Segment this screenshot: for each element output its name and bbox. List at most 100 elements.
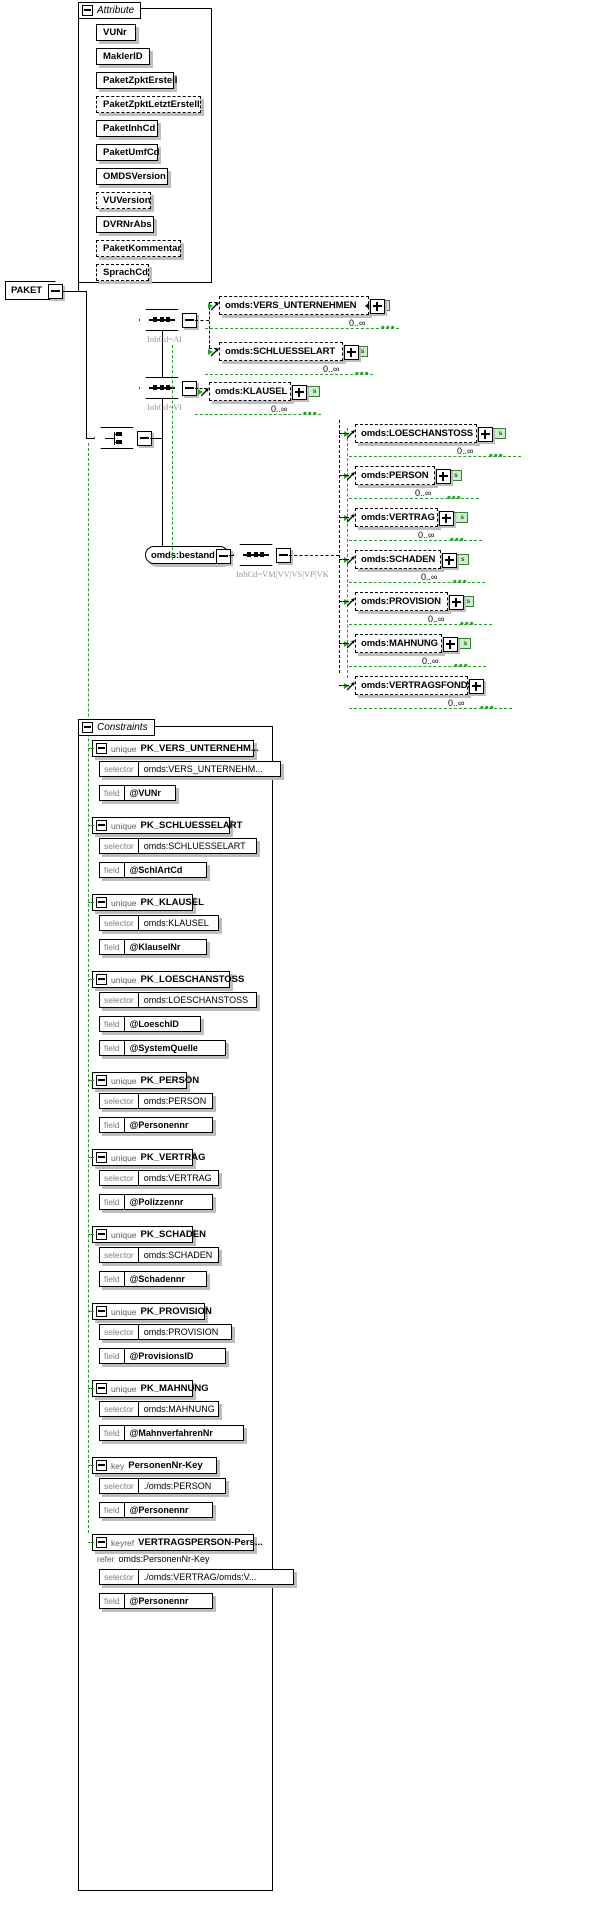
reference-continuation-dots: ••• [480,702,495,714]
root-element-label: PAKET [11,285,42,296]
constraint-name: VERTRAGSPERSON-Pers... [138,1537,263,1548]
constraints-collapse-icon[interactable] [82,722,93,733]
attribute-group-collapse-icon[interactable] [82,5,93,16]
constraint-field-row[interactable]: field@Schadennr [99,1271,207,1287]
reference-arrow-icon [344,599,349,605]
element-expander-icon[interactable] [442,553,457,568]
sequence-group-vi[interactable] [139,377,185,399]
element-expander-icon[interactable] [478,427,493,442]
connector-choice-out [150,438,162,439]
element-expander-icon[interactable] [443,637,458,652]
attribute-paketzpkterstell[interactable]: PaketZpktErstell [96,72,177,89]
constraint-field-row[interactable]: field@KlauselNr [99,939,207,955]
root-element-expander-icon[interactable] [48,284,63,299]
constraint-field-row[interactable]: field@SchlArtCd [99,862,207,878]
root-element-paket[interactable]: PAKET [5,281,62,300]
attribute-sprachcd[interactable]: SprachCd [96,264,149,281]
constraint-field-row[interactable]: field@SystemQuelle [99,1040,226,1056]
constraints-header[interactable]: Constraints [78,719,155,736]
attribute-paketzpktletzterstell[interactable]: PaketZpktLetztErstell [96,96,201,113]
choice-model-group[interactable] [94,427,140,449]
element-expander-icon[interactable] [449,595,464,610]
attribute-dvrnrabs[interactable]: DVRNrAbs [96,216,154,233]
group-ref-bestand-label: omds:bestand [151,549,215,561]
attribute-vunr[interactable]: VUNr [96,24,136,41]
element-vertragsfonds[interactable]: omds:VERTRAGSFONDS [355,676,474,695]
constraint-field-row[interactable]: field@Polizzennr [99,1194,214,1210]
element-expander-icon[interactable] [344,345,359,360]
constraint-field-row[interactable]: field@VUNr [99,785,176,801]
constraint-field-row[interactable]: field@LoeschID [99,1016,201,1032]
reference-continuation-dots: ••• [447,492,462,504]
constraint-name: PK_SCHADEN [140,1229,206,1240]
constraint-selector-row[interactable]: selector./omds:VERTRAG/omds:V... [99,1569,294,1585]
constraint-collapse-icon[interactable] [96,1383,107,1394]
element-expander-icon[interactable] [436,469,451,484]
element-vers_unternehmen[interactable]: omds:VERS_UNTERNEHMENi s [219,296,390,315]
attribute-maklerid[interactable]: MaklerID [96,48,150,65]
constraint-row-value: omds:SCHADEN [143,1250,213,1260]
element-expander-icon[interactable] [292,385,307,400]
element-expander-icon[interactable] [370,299,385,314]
constraint-selector-row[interactable]: selector./omds:PERSON [99,1478,226,1494]
constraint-collapse-icon[interactable] [96,1152,107,1163]
attribute-group-header[interactable]: Attribute [78,2,142,19]
constraint-collapse-icon[interactable] [96,1229,107,1240]
constraint-field-row[interactable]: field@Personennr [99,1593,214,1609]
constraint-name: PK_LOESCHANSTOSS [140,974,245,985]
constraint-collapse-icon[interactable] [96,1075,107,1086]
constraint-field-row[interactable]: field@ProvisionsID [99,1348,226,1364]
attribute-vuversion[interactable]: VUVersion [96,192,151,209]
constraint-field-row[interactable]: field@Personennr [99,1502,214,1518]
constraint-collapse-icon[interactable] [96,974,107,985]
constraint-row-value: @SchlArtCd [129,865,183,875]
constraint-collapse-icon[interactable] [96,897,107,908]
constraint-collapse-icon[interactable] [96,1306,107,1317]
constraint-field-row[interactable]: field@MahnverfahrenNr [99,1425,245,1441]
sequence-group-ai[interactable] [139,309,185,331]
connector-vi-out [195,388,207,389]
attribute-paketinhcd[interactable]: PaketInhCd [96,120,158,137]
constraint-collapse-icon[interactable] [96,743,107,754]
element-expander-icon[interactable] [469,679,484,694]
constraint-collapse-icon[interactable] [96,1460,107,1471]
bestand-expander-icon[interactable] [216,549,231,564]
attribute-paketkommentar[interactable]: PaketKommentar [96,240,181,257]
sequence-group-bestand[interactable] [233,544,279,566]
attribute-omdsversion[interactable]: OMDSVersion [96,168,168,185]
constraint-row-label: field [100,1017,125,1031]
attribute-paketumfcd[interactable]: PaketUmfCd [96,144,160,161]
constraint-collapse-icon[interactable] [96,1537,107,1548]
element-expander-icon[interactable] [439,511,454,526]
constraint-field-row[interactable]: field@Personennr [99,1117,214,1133]
constraint-collapse-icon[interactable] [96,820,107,831]
